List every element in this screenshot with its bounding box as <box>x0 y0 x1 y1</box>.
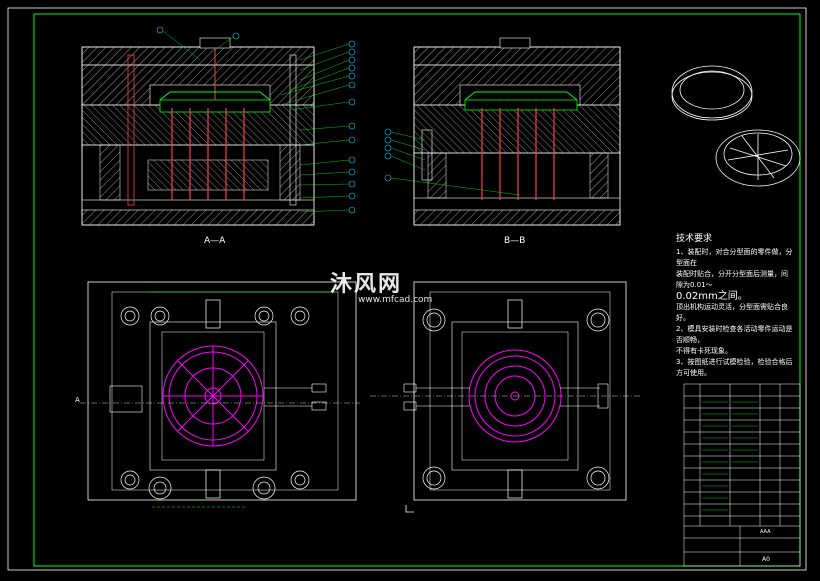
section-a-label: A—A <box>204 236 226 246</box>
tech-req-line1b: 装配时贴合，分开分型面后测量，间隙为0.01～ <box>676 270 788 289</box>
parts-list-table <box>683 383 801 567</box>
watermark-url: www.mfcad.com <box>358 295 433 305</box>
tech-req-line3b: 不得有卡死现象。 <box>676 347 732 355</box>
inner-frame <box>33 13 801 567</box>
tech-req-line3: 2、模具安装时检查各活动零件运动是否顺畅， <box>676 325 793 344</box>
tech-req-line2: 顶出机构运动灵活，分型面需贴合良好。 <box>676 303 788 322</box>
tech-req-line1: 1、装配时，对合分型面的零件做，分型面在 <box>676 248 793 267</box>
tech-req-line1c: 0.02mm之间。 <box>676 291 748 302</box>
product-3d-views <box>671 65 801 187</box>
technical-requirements: 技术要求 1、装配时，对合分型面的零件做，分型面在 装配时贴合，分开分型面后测量… <box>676 234 794 379</box>
plan-view-moving-half <box>80 281 360 508</box>
tech-req-line4: 3、按图纸进行试模检验，检验合格后方可使用。 <box>676 358 793 377</box>
watermark-logo: 沐风网 <box>330 272 403 297</box>
tech-req-title: 技术要求 <box>676 234 713 244</box>
table-row-marks <box>702 401 758 511</box>
outer-frame <box>7 7 807 571</box>
title-block-label-b: A0 <box>762 556 770 563</box>
cut-mark-a: A <box>75 396 80 404</box>
watermark: 沐风网 www.mfcad.com <box>330 266 432 305</box>
section-a-a-view <box>81 26 356 226</box>
section-b-b-view <box>384 37 621 226</box>
plan-view-fixed-half <box>370 281 640 513</box>
title-block-label-a: AAA <box>760 529 771 535</box>
section-b-label: B—B <box>504 236 526 246</box>
